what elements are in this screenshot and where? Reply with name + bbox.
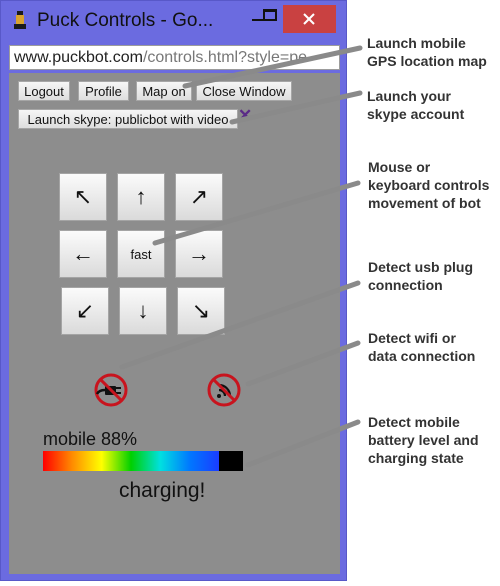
url-path: /controls.html?style=pe [142,49,308,66]
window-title: Puck Controls - Go... [37,10,214,31]
move-right-button[interactable]: → [175,230,223,278]
battery-level-fill [43,451,219,471]
app-icon [14,11,26,29]
move-down-button[interactable]: ↓ [119,287,167,335]
browser-window: Puck Controls - Go... www.puckbot.com/co… [0,0,347,581]
move-down-right-button[interactable]: ↘ [177,287,225,335]
address-bar[interactable]: www.puckbot.com/controls.html?style=pe [9,45,340,70]
map-on-button[interactable]: Map on [136,81,192,101]
move-down-left-button[interactable]: ↙ [61,287,109,335]
dismiss-skype-icon[interactable]: ✕ [238,106,253,125]
address-url: www.puckbot.com/controls.html?style=pe [14,49,307,67]
move-up-button[interactable]: ↑ [117,173,165,221]
speed-fast-button[interactable]: fast [117,230,165,278]
url-domain: www.puckbot.com [14,49,143,66]
charging-status: charging! [119,479,206,502]
logout-button[interactable]: Logout [18,81,70,101]
no-wifi-icon [207,373,241,407]
title-bar[interactable]: Puck Controls - Go... [1,1,346,39]
battery-level-bar [43,451,243,471]
move-up-left-button[interactable]: ↖ [59,173,107,221]
no-usb-plug-icon [94,373,128,407]
close-window-button[interactable]: Close Window [196,81,292,101]
page-content: Logout Profile Map on Close Window Launc… [9,73,340,574]
minimize-icon[interactable] [238,1,276,31]
move-left-button[interactable]: ← [59,230,107,278]
move-up-right-button[interactable]: ↗ [175,173,223,221]
maximize-icon[interactable] [251,1,289,31]
close-icon[interactable] [283,5,336,33]
battery-label: mobile 88% [43,429,138,449]
launch-skype-button[interactable]: Launch skype: publicbot with video [18,109,238,129]
profile-button[interactable]: Profile [78,81,129,101]
